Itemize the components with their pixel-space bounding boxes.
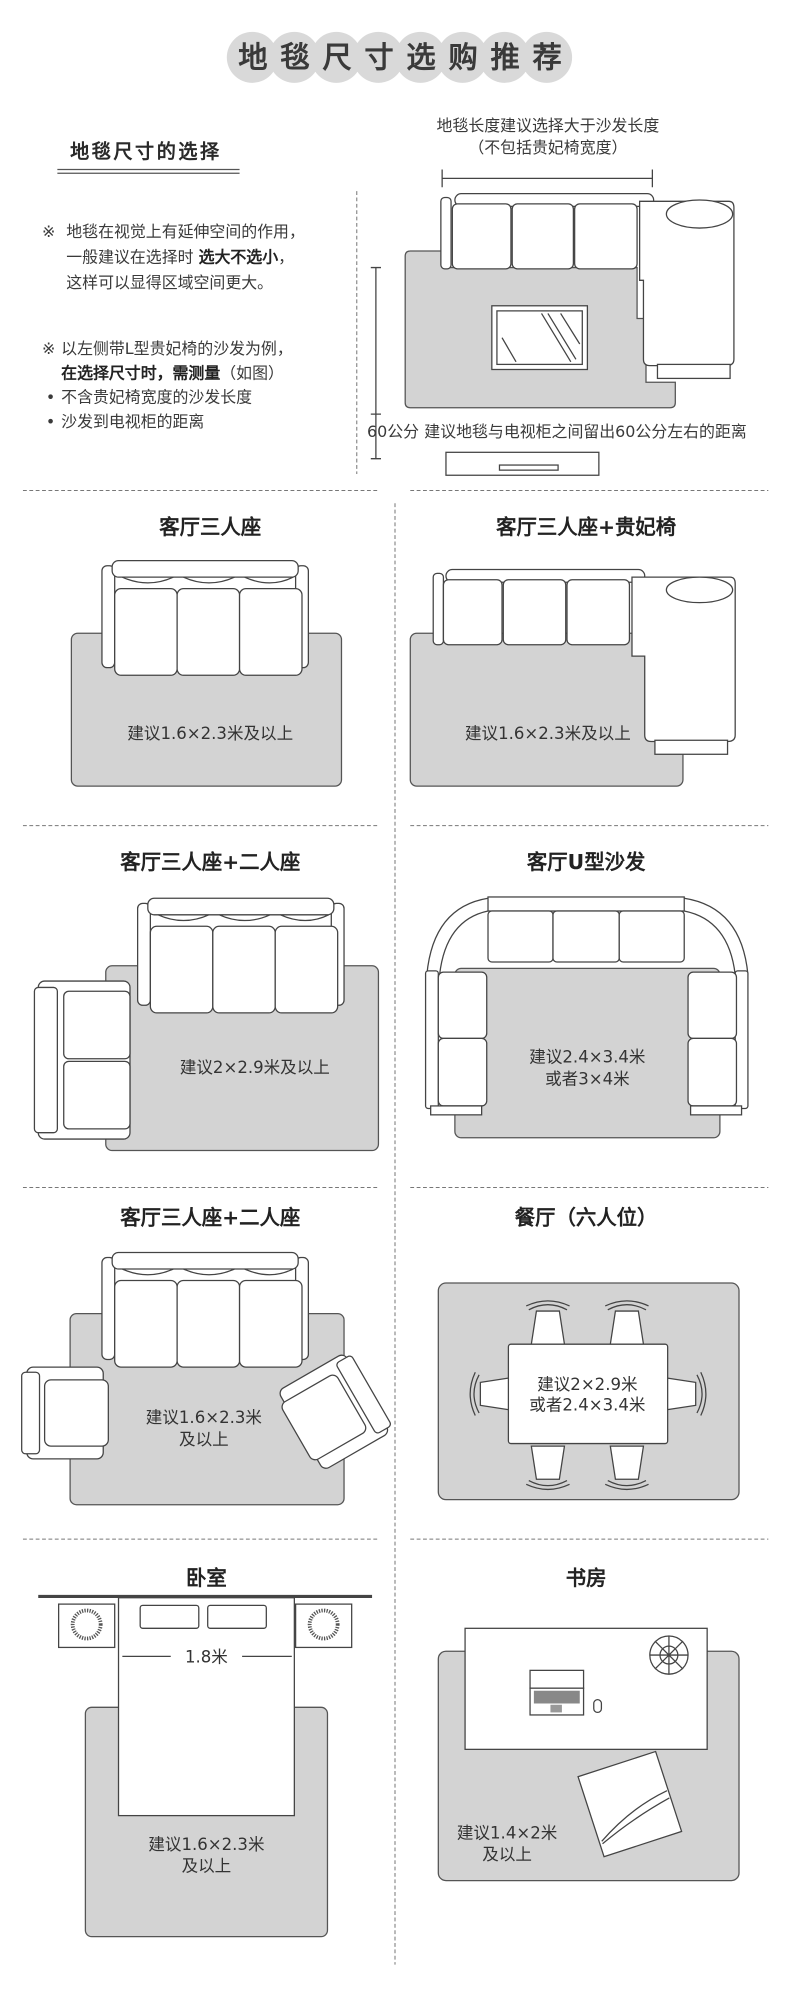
rug-size-alt: 及以上 xyxy=(179,1430,229,1449)
two-seat-sofa xyxy=(33,980,131,1140)
three-seat-sofa xyxy=(101,559,309,676)
bed-width: 1.8米 xyxy=(185,1648,228,1667)
rug-size-alt: 及以上 xyxy=(182,1857,232,1876)
intro-p1-line2: 一般建议在选择时 选大不选小， xyxy=(66,247,294,266)
section-title: 书房 xyxy=(566,1566,607,1590)
diagram-caption-1: 地毯长度建议选择大于沙发长度 xyxy=(437,116,660,135)
distance-label: 60公分 xyxy=(367,422,419,441)
section-title: 卧室 xyxy=(186,1566,227,1590)
section-title: 餐厅（六人位） xyxy=(515,1205,658,1229)
intro-p1-line3: 这样可以显得区域空间更大。 xyxy=(66,273,273,292)
rug-size-alt: 或者2.4×3.4米 xyxy=(529,1395,645,1414)
section-bedroom: 卧室 1.8米 建议1.6×2.3米 及以上 xyxy=(38,1566,373,1938)
section-living-three-two-seat-2: 客厅三人座+二人座 建议1.6×2.3米 及以上 xyxy=(21,1205,395,1506)
bed xyxy=(117,1597,295,1817)
intro-item-2: 沙发到电视柜的距离 xyxy=(61,412,204,431)
rug-size: 建议1.6×2.3米及以上 xyxy=(127,724,293,743)
intro-heading: 地毯尺寸的选择 xyxy=(70,140,222,163)
intro-p2-line1: 以左侧带L型贵妃椅的沙发为例， xyxy=(61,339,293,358)
section-title: 客厅三人座 xyxy=(158,515,261,539)
grid-dividers xyxy=(22,490,769,1965)
armchair-left xyxy=(21,1366,109,1460)
diagram-caption-2: （不包括贵妃椅宽度） xyxy=(468,138,627,157)
rug-size: 建议1.6×2.3米 xyxy=(148,1835,264,1854)
laptop-icon xyxy=(529,1669,585,1716)
section-title: 客厅三人座+贵妃椅 xyxy=(495,515,676,539)
rug-size: 建议2.4×3.4米 xyxy=(529,1048,645,1067)
bullet-icon: • xyxy=(46,388,55,407)
dining-table xyxy=(507,1343,669,1445)
tv-stand xyxy=(445,451,600,476)
rug-size: 建议1.4×2米 xyxy=(457,1824,557,1843)
marker-icon: ※ xyxy=(42,339,55,358)
marker-icon: ※ xyxy=(42,222,55,241)
desk-chair xyxy=(577,1750,683,1858)
section-living-chaise: 客厅三人座+贵妃椅 建议1.6×2.3米及以上 xyxy=(409,515,736,787)
rug-size: 建议2×2.9米 xyxy=(537,1375,637,1394)
intro-p1-line1: 地毯在视觉上有延伸空间的作用， xyxy=(66,222,305,241)
measure-diagram: 地毯长度建议选择大于沙发长度 （不包括贵妃椅宽度） 60公分 建议地毯与电视柜之… xyxy=(367,116,747,476)
page-title: 地毯尺寸选购推荐 xyxy=(238,41,574,75)
mouse-icon xyxy=(593,1699,603,1714)
section-living-three-seat: 客厅三人座 建议1.6×2.3米及以上 xyxy=(70,515,343,787)
intro-p2-line2: 在选择尺寸时，需测量（如图） xyxy=(61,363,284,382)
rug-size: 建议1.6×2.3米 xyxy=(146,1408,262,1427)
section-living-three-two-seat: 客厅三人座+二人座 建议2×2.9米及以上 xyxy=(33,850,380,1152)
three-seat-sofa xyxy=(101,1251,309,1368)
section-title: 客厅三人座+二人座 xyxy=(119,1205,300,1229)
section-title: 客厅三人座+二人座 xyxy=(119,850,300,874)
page-header: 地毯尺寸选购推荐 xyxy=(226,31,574,83)
bullet-icon: • xyxy=(46,412,55,431)
plant-icon xyxy=(649,1635,689,1675)
rug-size: 建议1.6×2.3米及以上 xyxy=(465,724,631,743)
three-seat-sofa xyxy=(136,897,345,1014)
section-living-u-sofa: 客厅U型沙发 建议2.4×3.4米 或者3×4米 xyxy=(424,850,749,1139)
distance-note: 建议地毯与电视柜之间留出60公分左右的距离 xyxy=(424,422,746,441)
rug-size-alt: 或者3×4米 xyxy=(545,1069,630,1088)
section-dining: 餐厅（六人位） 建议2×2.9米 或者2.4×3.4米 xyxy=(437,1205,740,1501)
rug-size: 建议2×2.9米及以上 xyxy=(180,1058,330,1077)
rug-size-alt: 及以上 xyxy=(482,1845,532,1864)
intro-section: 地毯尺寸的选择 ※ 地毯在视觉上有延伸空间的作用， 一般建议在选择时 选大不选小… xyxy=(42,140,358,474)
section-study: 书房 建议1.4×2米 及以上 xyxy=(437,1566,740,1882)
intro-item-1: 不含贵妃椅宽度的沙发长度 xyxy=(61,388,252,407)
title-circles xyxy=(226,31,573,83)
section-title: 客厅U型沙发 xyxy=(526,850,646,874)
